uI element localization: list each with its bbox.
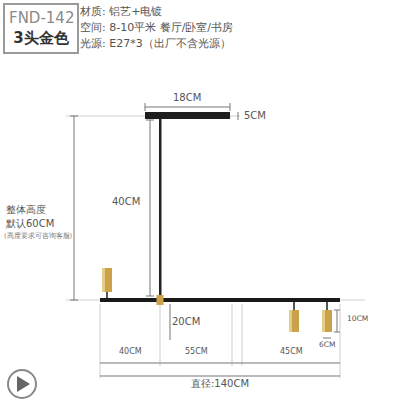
- dimension: 40CM: [119, 347, 142, 356]
- spec-space: 空间: 8-10平米 餐厅/卧室/书房: [80, 22, 233, 35]
- model-variant: 3头金色: [9, 28, 73, 48]
- model-number: FND-142: [9, 8, 73, 28]
- dimension: 45CM: [280, 347, 303, 356]
- dimension: 18CM: [173, 92, 201, 104]
- dimension: 5CM: [244, 110, 266, 122]
- model-box: FND-1423头金色: [3, 3, 79, 54]
- spec-material: 材质: 铝艺+电镀: [80, 6, 162, 19]
- dimension-title: 整体高度: [6, 204, 46, 216]
- dimension: 40CM: [112, 196, 140, 208]
- dimension: 20CM: [172, 316, 200, 328]
- note: (高度要求可咨询客服): [4, 233, 72, 240]
- dimension: 55CM: [185, 347, 208, 356]
- dimension: 直径:140CM: [190, 378, 250, 390]
- dimension: 默认60CM: [6, 218, 54, 230]
- dimension: 6CM: [319, 341, 335, 350]
- dimension: 10CM: [347, 315, 368, 324]
- spec-light: 光源: E27*3（出厂不含光源）: [80, 38, 231, 51]
